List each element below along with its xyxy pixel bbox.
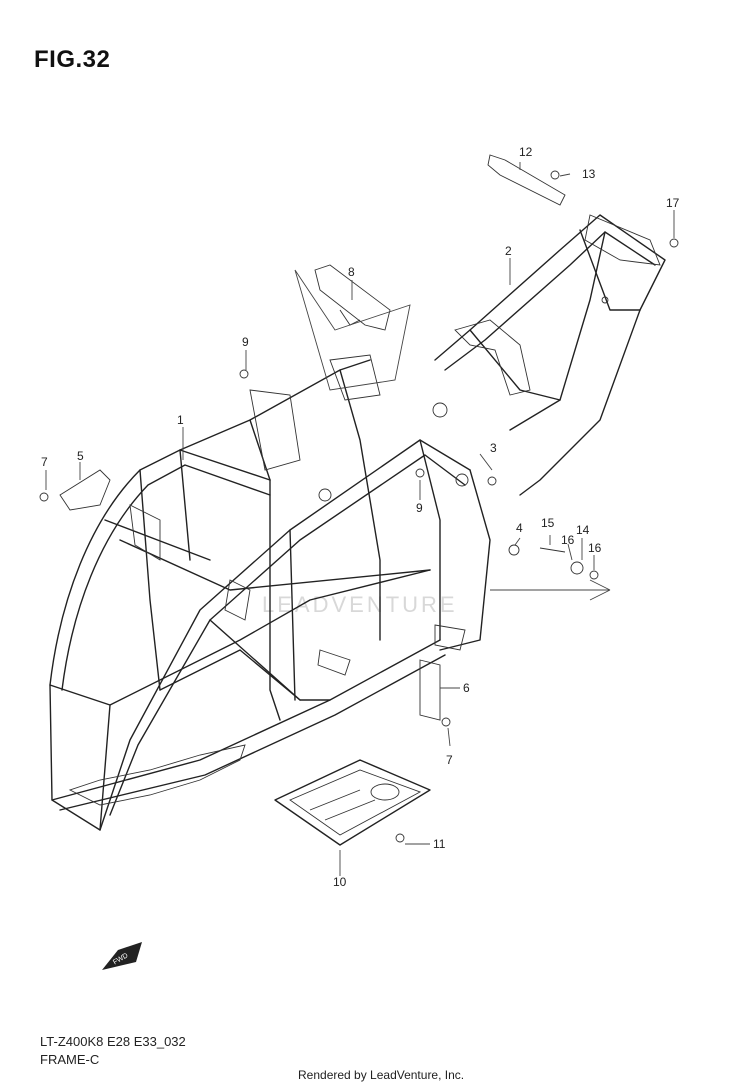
callout-9-upper: 9: [242, 335, 249, 349]
skid-plate-part-10: [274, 759, 431, 846]
callout-15: 15: [541, 516, 555, 530]
bracket-part-12: [487, 154, 566, 206]
section-name: FRAME-C: [40, 1052, 100, 1067]
callout-4: 4: [516, 521, 523, 535]
plate-part-6: [419, 659, 441, 721]
callout-14: 14: [576, 523, 590, 537]
callout-7-lower: 7: [446, 753, 453, 767]
callout-16-left: 16: [561, 533, 575, 547]
callout-labels: 1 2 3 4 5 6 7 7 8 9 9 10 11 12 13 14 15 …: [41, 145, 680, 889]
leader-lines: [45, 162, 675, 876]
plate-part-5: [59, 469, 111, 511]
callout-2: 2: [505, 244, 512, 258]
callout-5: 5: [77, 449, 84, 463]
reference-line: [490, 579, 611, 601]
main-frame: [49, 354, 491, 831]
callout-10: 10: [333, 875, 347, 889]
callout-9-lower: 9: [416, 501, 423, 515]
callout-3: 3: [490, 441, 497, 455]
callout-1: 1: [177, 413, 184, 427]
callout-11: 11: [433, 837, 446, 851]
callout-8: 8: [348, 265, 355, 279]
hardware-items: [39, 170, 679, 843]
callout-7-upper: 7: [41, 455, 48, 469]
callout-12: 12: [519, 145, 533, 159]
model-code: LT-Z400K8 E28 E33_032: [40, 1034, 186, 1049]
rear-subframe: [434, 214, 666, 496]
callout-17: 17: [666, 196, 680, 210]
callout-13: 13: [582, 167, 596, 181]
bracket-part-8: [294, 264, 411, 391]
callout-6: 6: [463, 681, 470, 695]
forward-direction-arrow: FWD: [102, 942, 142, 970]
figure-title: FIG.32: [34, 46, 111, 73]
render-credit: Rendered by LeadVenture, Inc.: [298, 1068, 465, 1082]
callout-16-right: 16: [588, 541, 602, 555]
watermark: LEADVENTURE: [262, 592, 458, 617]
